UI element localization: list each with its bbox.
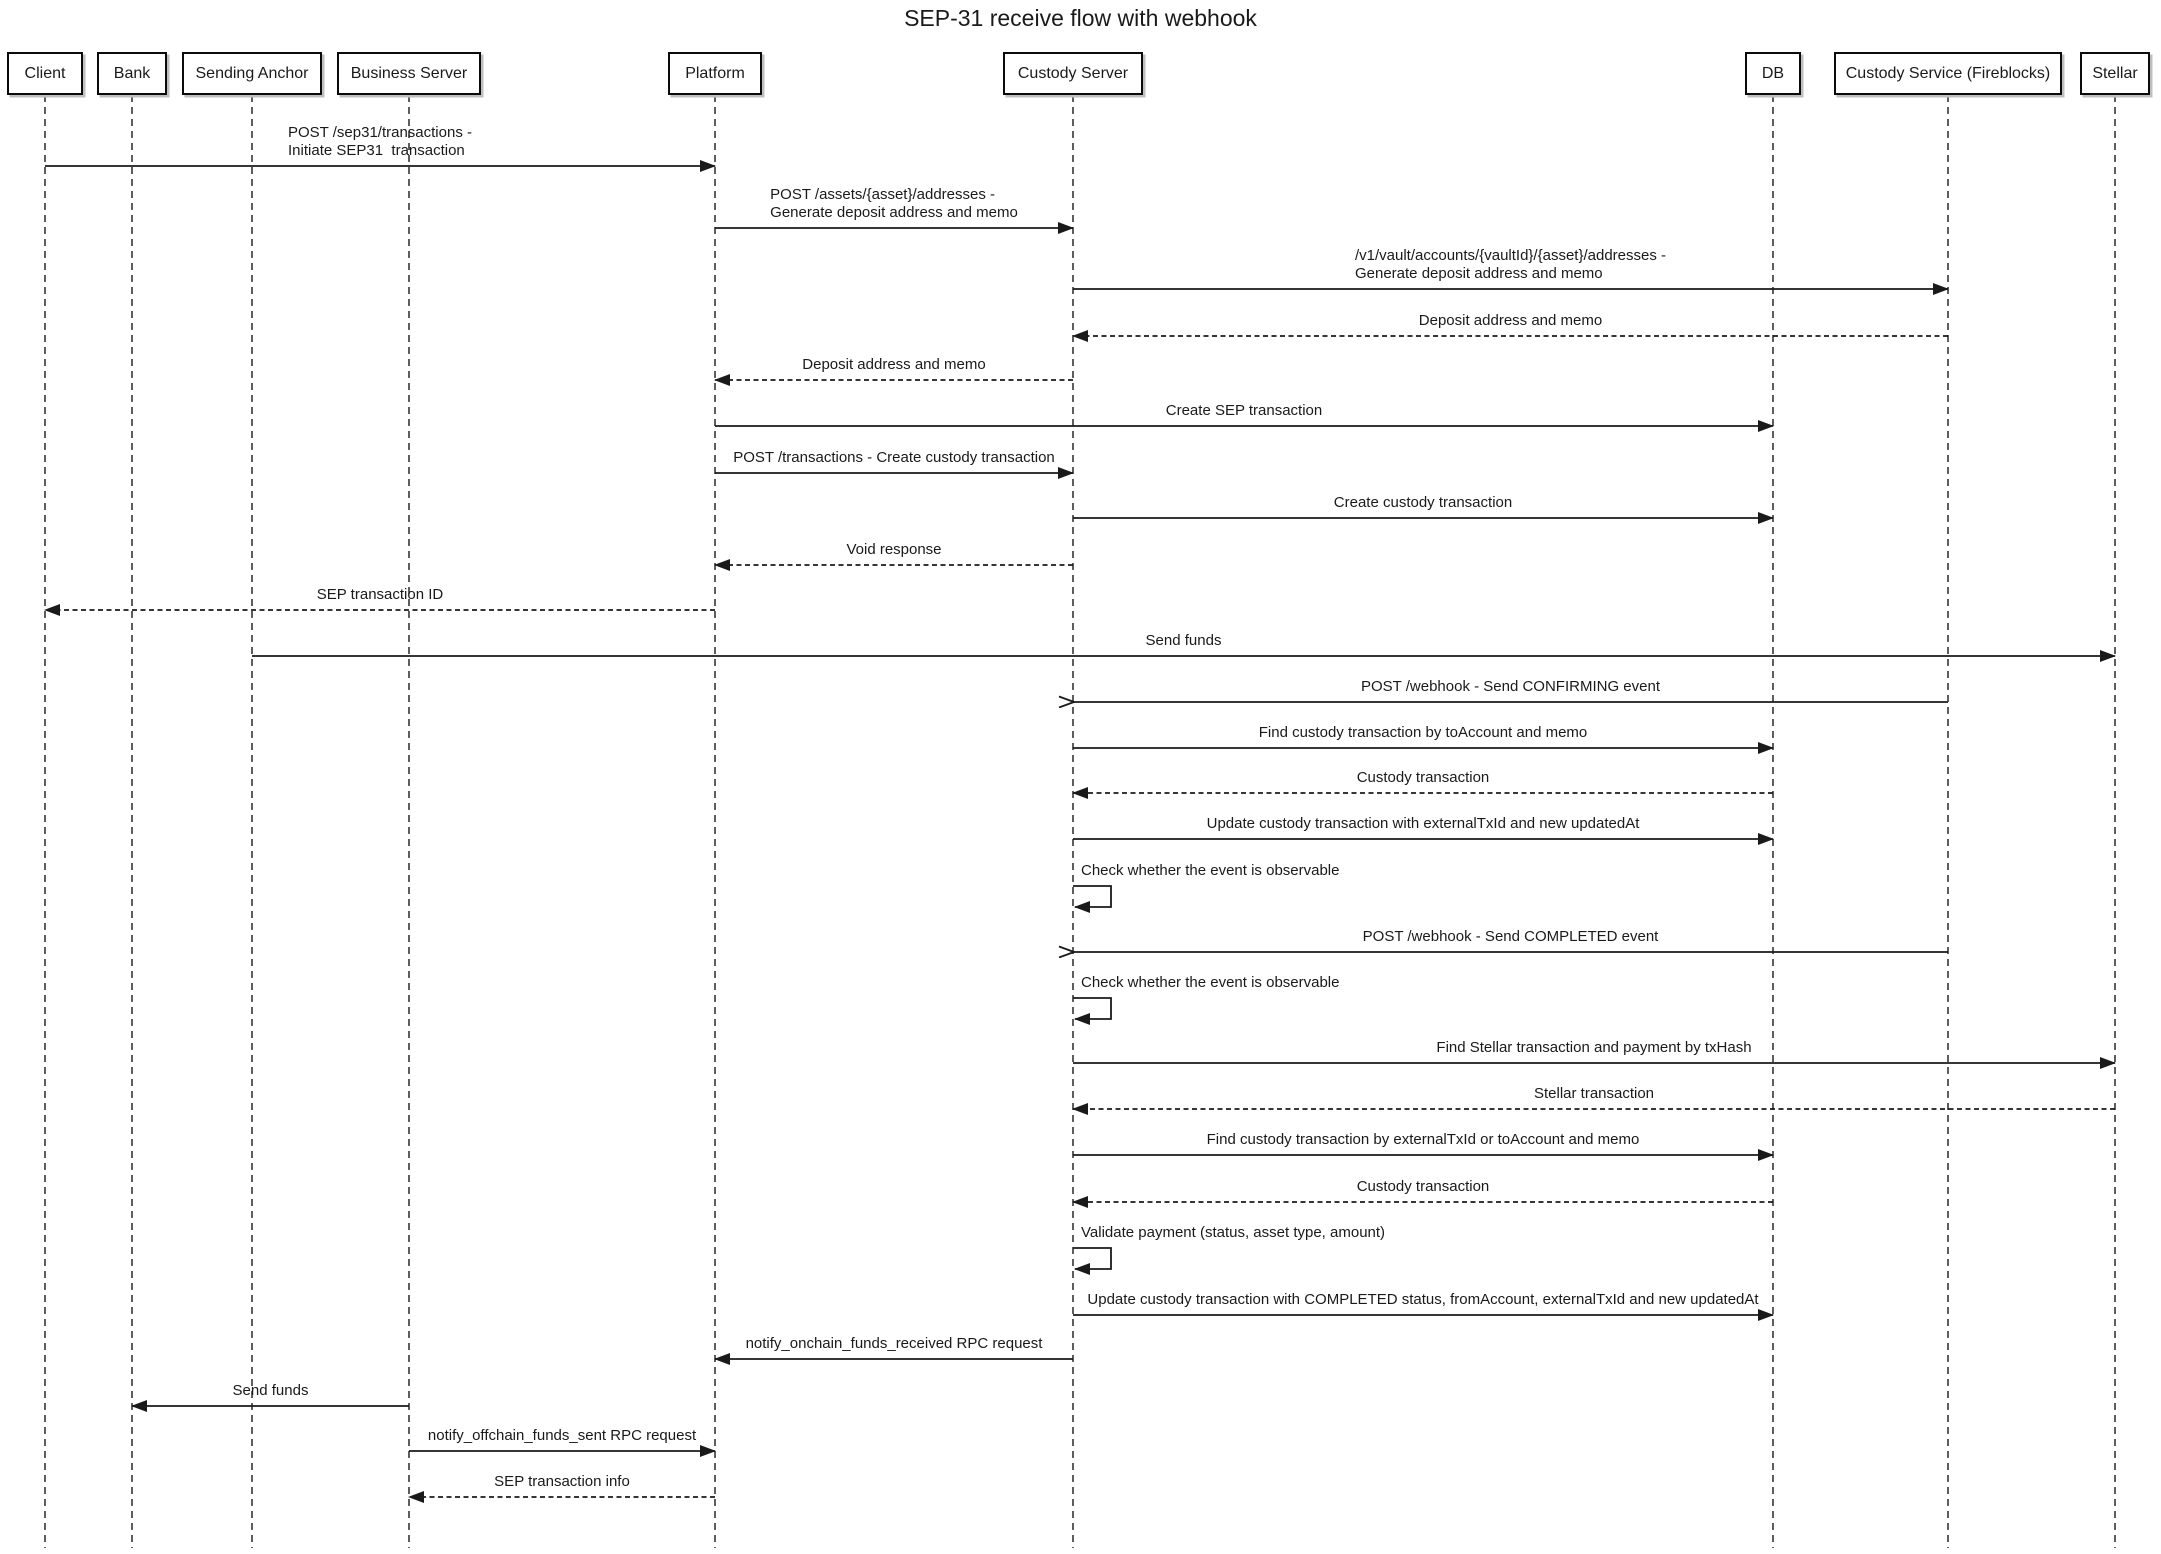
actor-label-bank: Bank	[113, 64, 151, 82]
message-label-19: Stellar transaction	[1533, 1085, 1655, 1102]
self-message-arrow-17	[1073, 997, 1112, 1025]
message-label-27: SEP transaction info	[494, 1473, 630, 1490]
actor-box-stellar: Stellar	[2080, 52, 2150, 95]
message-label-0: POST /sep31/transactions - Initiate SEP3…	[288, 124, 472, 159]
actor-label-stellar: Stellar	[2092, 64, 2138, 82]
actor-label-sending_anchor: Sending Anchor	[195, 64, 309, 82]
actor-box-sending_anchor: Sending Anchor	[182, 52, 322, 95]
actor-label-client: Client	[24, 64, 66, 82]
self-message-arrow-15	[1073, 885, 1112, 913]
message-label-12: Find custody transaction by toAccount an…	[1258, 724, 1588, 741]
message-label-5: Create SEP transaction	[1165, 402, 1323, 419]
message-label-24: notify_onchain_funds_received RPC reques…	[745, 1335, 1043, 1352]
message-label-21: Custody transaction	[1356, 1178, 1490, 1195]
message-label-6: POST /transactions - Create custody tran…	[733, 449, 1055, 466]
message-label-14: Update custody transaction with external…	[1206, 815, 1640, 832]
message-label-4: Deposit address and memo	[802, 356, 986, 373]
actor-label-custody_service: Custody Service (Fireblocks)	[1845, 64, 2051, 82]
message-label-17: Check whether the event is observable	[1081, 974, 1340, 991]
message-label-26: notify_offchain_funds_sent RPC request	[427, 1427, 697, 1444]
message-label-25: Send funds	[232, 1382, 309, 1399]
message-label-11: POST /webhook - Send CONFIRMING event	[1361, 678, 1660, 695]
actor-label-db: DB	[1761, 64, 1785, 82]
actor-box-client: Client	[7, 52, 83, 95]
message-label-2: /v1/vault/accounts/{vaultId}/{asset}/add…	[1354, 247, 1667, 282]
self-message-arrow-22	[1073, 1247, 1112, 1275]
message-label-13: Custody transaction	[1356, 769, 1490, 786]
actor-box-custody_server: Custody Server	[1003, 52, 1143, 95]
message-label-8: Void response	[846, 541, 942, 558]
actor-box-bank: Bank	[97, 52, 167, 95]
actor-label-custody_server: Custody Server	[1017, 64, 1129, 82]
actor-box-business_server: Business Server	[337, 52, 481, 95]
message-label-7: Create custody transaction	[1333, 494, 1513, 511]
actor-label-platform: Platform	[685, 64, 745, 82]
actor-label-business_server: Business Server	[350, 64, 468, 82]
message-label-22: Validate payment (status, asset type, am…	[1081, 1224, 1386, 1241]
actor-box-db: DB	[1745, 52, 1801, 95]
message-label-9: SEP transaction ID	[316, 586, 444, 603]
message-label-15: Check whether the event is observable	[1081, 862, 1340, 879]
message-label-16: POST /webhook - Send COMPLETED event	[1362, 928, 1659, 945]
actor-box-platform: Platform	[668, 52, 762, 95]
message-label-1: POST /assets/{asset}/addresses - Generat…	[770, 186, 1018, 221]
message-label-3: Deposit address and memo	[1418, 312, 1603, 329]
diagram-title: SEP-31 receive flow with webhook	[904, 5, 1257, 31]
actor-box-custody_service: Custody Service (Fireblocks)	[1834, 52, 2062, 95]
message-label-20: Find custody transaction by externalTxId…	[1206, 1131, 1640, 1148]
message-label-10: Send funds	[1145, 632, 1222, 649]
message-label-18: Find Stellar transaction and payment by …	[1436, 1039, 1752, 1056]
message-label-23: Update custody transaction with COMPLETE…	[1087, 1291, 1759, 1308]
